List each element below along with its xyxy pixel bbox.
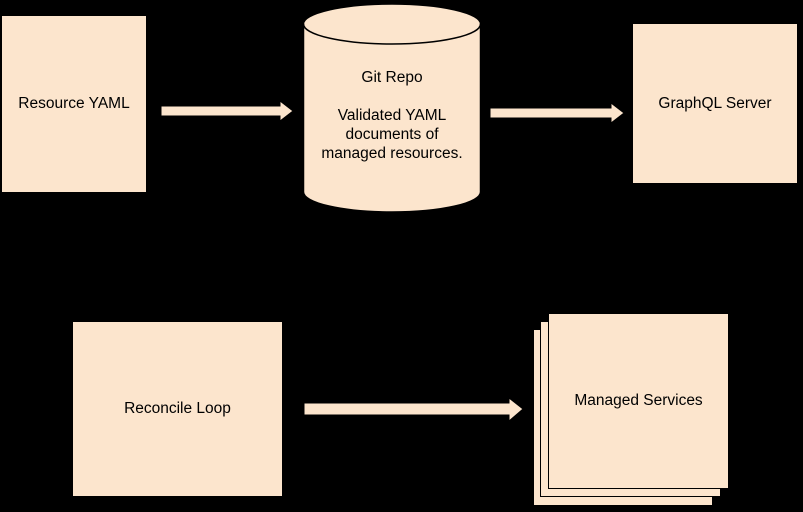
- arrow-git-repo-to-graphql-server: [489, 101, 625, 125]
- node-git-repo-title: Git Repo: [361, 69, 423, 86]
- node-resource-yaml: Resource YAML: [1, 15, 147, 193]
- node-managed-services: Managed Services: [548, 313, 729, 489]
- arrow-reconcile-loop-to-managed-services: [303, 396, 524, 423]
- node-graphql-server-label: GraphQL Server: [658, 94, 772, 112]
- node-git-repo-body-line-1: Validated YAML: [337, 107, 447, 124]
- node-reconcile-loop-label: Reconcile Loop: [124, 400, 231, 417]
- node-reconcile-loop: Reconcile Loop: [72, 321, 283, 497]
- node-git-repo-cylinder-shape: [302, 3, 482, 213]
- arrow-resource-yaml-to-git-repo: [160, 99, 294, 123]
- node-git-repo-body-line-2: documents of: [345, 126, 439, 143]
- node-git-repo-body-line-3: managed resources.: [321, 145, 463, 162]
- node-managed-services-label: Managed Services: [574, 392, 703, 409]
- node-graphql-server: GraphQL Server: [632, 23, 798, 184]
- node-git-repo: Git Repo Validated YAML documents of man…: [302, 68, 482, 163]
- node-git-repo-spacer: [302, 87, 482, 106]
- node-resource-yaml-label: Resource YAML: [18, 95, 130, 112]
